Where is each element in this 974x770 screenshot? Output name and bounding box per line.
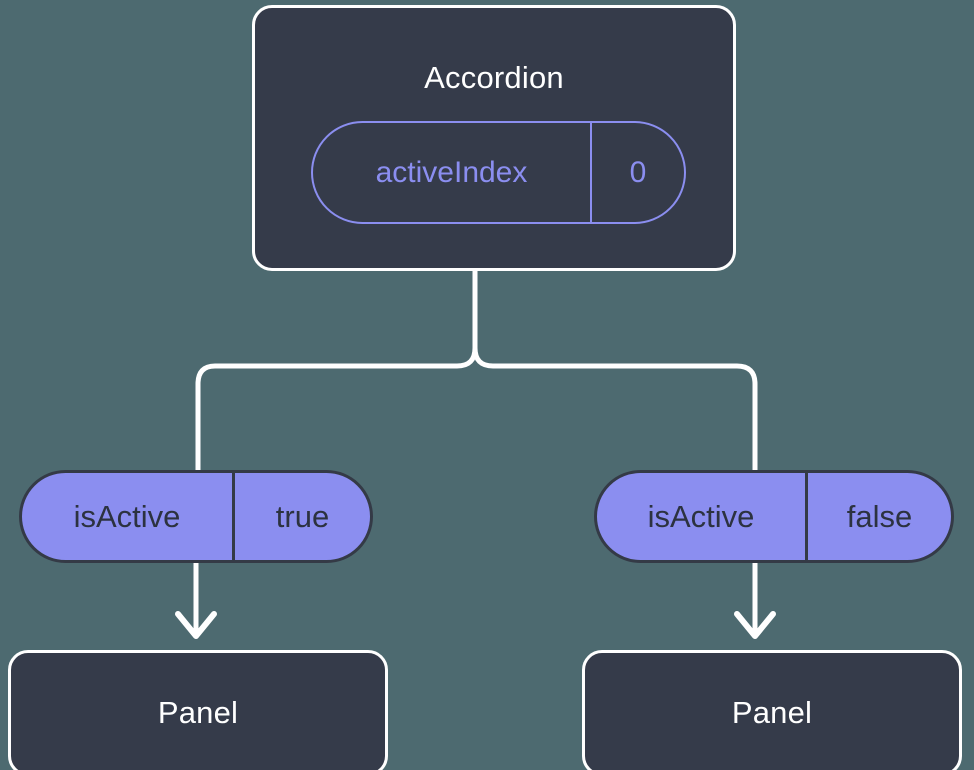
branch-line-right <box>472 345 758 475</box>
state-badge-value: 0 <box>629 155 647 189</box>
accordion-title: Accordion <box>424 60 564 95</box>
arrow-head-left <box>175 611 217 639</box>
branch-line-left <box>195 345 478 475</box>
prop-pill-key-left: isActive <box>22 473 235 560</box>
panel-left-title: Panel <box>157 695 239 730</box>
node-panel-right[interactable]: Panel <box>582 650 962 770</box>
arrow-head-right <box>734 611 776 639</box>
prop-pill-isactive-true[interactable]: isActive true <box>19 470 373 563</box>
node-accordion[interactable]: Accordion activeIndex 0 <box>252 5 736 271</box>
state-badge-activeindex[interactable]: activeIndex 0 <box>311 121 686 224</box>
prop-pill-isactive-false[interactable]: isActive false <box>594 470 954 563</box>
state-badge-key: activeIndex <box>313 123 592 222</box>
prop-pill-key-right: isActive <box>597 473 808 560</box>
prop-pill-value-left: true <box>275 499 330 534</box>
node-panel-left[interactable]: Panel <box>8 650 388 770</box>
panel-right-title: Panel <box>731 695 813 730</box>
prop-pill-value-right: false <box>846 499 913 534</box>
